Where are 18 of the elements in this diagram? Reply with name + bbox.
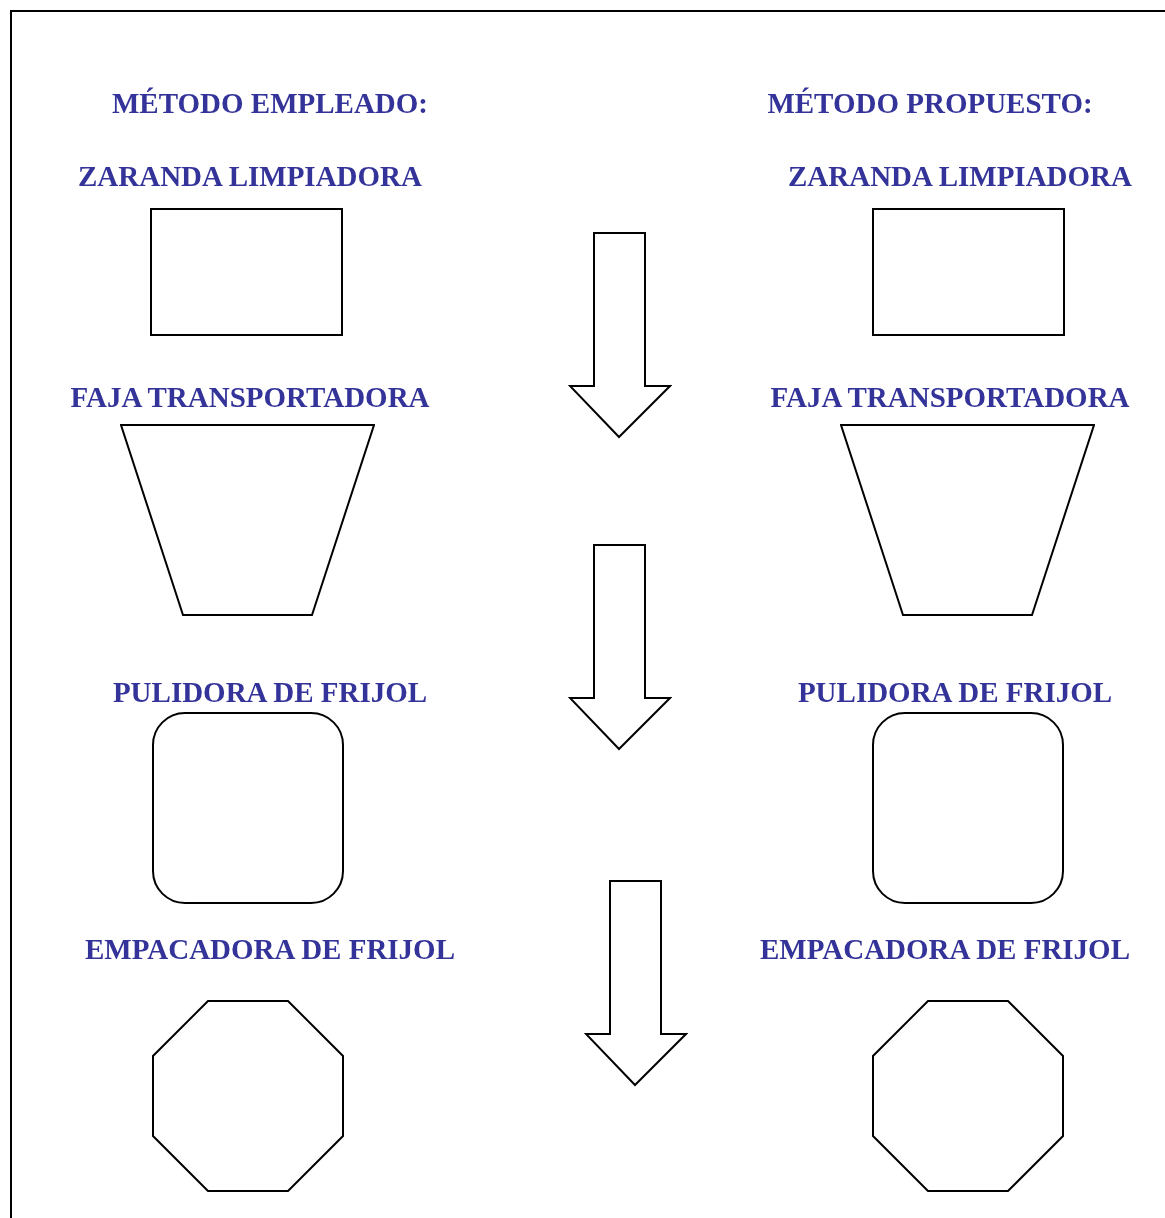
stage-heading: FAJA TRANSPORTADORA bbox=[769, 380, 1131, 415]
stage-heading: PULIDORA DE FRIJOL bbox=[111, 675, 429, 710]
rounded-square-shape bbox=[872, 712, 1064, 904]
octagon-shape bbox=[872, 1000, 1064, 1192]
method-heading: MÉTODO EMPLEADO: bbox=[110, 86, 430, 121]
trapezoid-shape bbox=[120, 424, 375, 616]
stage-heading: PULIDORA DE FRIJOL bbox=[796, 675, 1114, 710]
method-heading: MÉTODO PROPUESTO: bbox=[766, 86, 1094, 121]
rectangle-shape bbox=[150, 208, 343, 336]
stage-heading: EMPACADORA DE FRIJOL bbox=[759, 932, 1131, 967]
stage-heading: EMPACADORA DE FRIJOL bbox=[84, 932, 456, 967]
stage-heading: ZARANDA LIMPIADORA bbox=[77, 159, 423, 194]
rectangle-shape bbox=[872, 208, 1065, 336]
rounded-square-shape bbox=[152, 712, 344, 904]
trapezoid-shape bbox=[840, 424, 1095, 616]
stage-heading: FAJA TRANSPORTADORA bbox=[69, 380, 431, 415]
stage-heading: ZARANDA LIMPIADORA bbox=[787, 159, 1133, 194]
octagon-shape bbox=[152, 1000, 344, 1192]
